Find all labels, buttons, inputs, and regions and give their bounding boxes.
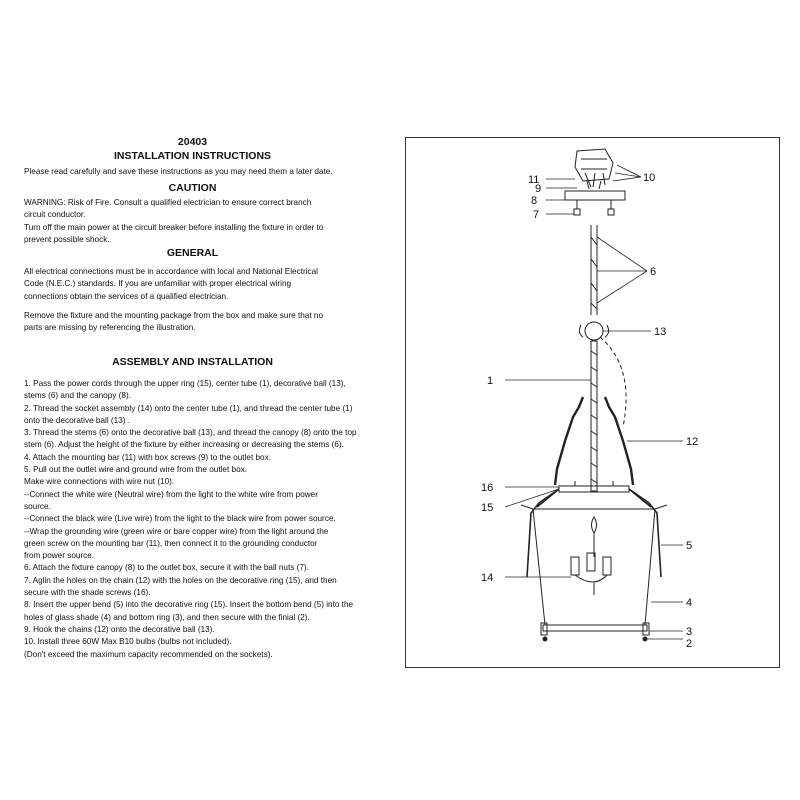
callout-12: 12 — [686, 436, 698, 448]
general-paragraph-1: All electrical connections must be in ac… — [24, 267, 318, 301]
bottom-ring — [540, 622, 650, 642]
callout-9: 9 — [535, 183, 541, 195]
general-heading: GENERAL — [166, 247, 219, 259]
canopy-assembly — [564, 148, 626, 216]
callout-1: 1 — [487, 375, 493, 387]
callout-11: 11 — [528, 174, 539, 186]
chains — [553, 396, 635, 486]
callout-15: 15 — [481, 502, 493, 514]
instructions-text: 20403 INSTALLATION INSTRUCTIONS Please r… — [0, 0, 395, 800]
document-title: INSTALLATION INSTRUCTIONS — [113, 150, 272, 162]
callout-13: 13 — [654, 326, 666, 338]
callout-16: 16 — [481, 482, 493, 494]
upper-ring — [558, 481, 630, 493]
model-number: 20403 — [177, 136, 208, 148]
assembly-heading: ASSEMBLY AND INSTALLATION — [112, 356, 273, 368]
stems — [590, 225, 598, 315]
caution-text: WARNING: Risk of Fire. Consult a qualifi… — [24, 198, 324, 244]
diagram-frame — [405, 137, 780, 668]
assembly-steps: 1. Pass the power cords through the uppe… — [24, 379, 357, 659]
callout-3: 3 — [686, 626, 692, 638]
callout-7: 7 — [533, 209, 539, 221]
decorative-ball — [578, 321, 627, 428]
caution-heading: CAUTION — [168, 182, 217, 194]
general-paragraph-2: Remove the fixture and the mounting pack… — [24, 311, 324, 333]
glass-shade — [520, 504, 668, 626]
bend-rods — [526, 488, 662, 578]
callout-8: 8 — [531, 195, 537, 207]
callout-4: 4 — [686, 597, 692, 609]
callout-14: 14 — [481, 572, 493, 584]
socket-cluster — [570, 516, 612, 595]
callout-2: 2 — [686, 638, 692, 650]
center-tube — [590, 340, 598, 492]
callout-6: 6 — [650, 266, 656, 278]
fixture-exploded-diagram: 11 9 8 7 10 6 13 1 12 16 15 5 14 4 3 2 — [481, 148, 698, 650]
intro-text: Please read carefully and save these ins… — [24, 167, 333, 176]
leader-lines — [504, 164, 683, 640]
callout-10: 10 — [643, 172, 655, 184]
callout-5: 5 — [686, 540, 692, 552]
callout-labels: 11 9 8 7 10 6 13 1 12 16 15 5 14 4 3 2 — [481, 172, 698, 650]
